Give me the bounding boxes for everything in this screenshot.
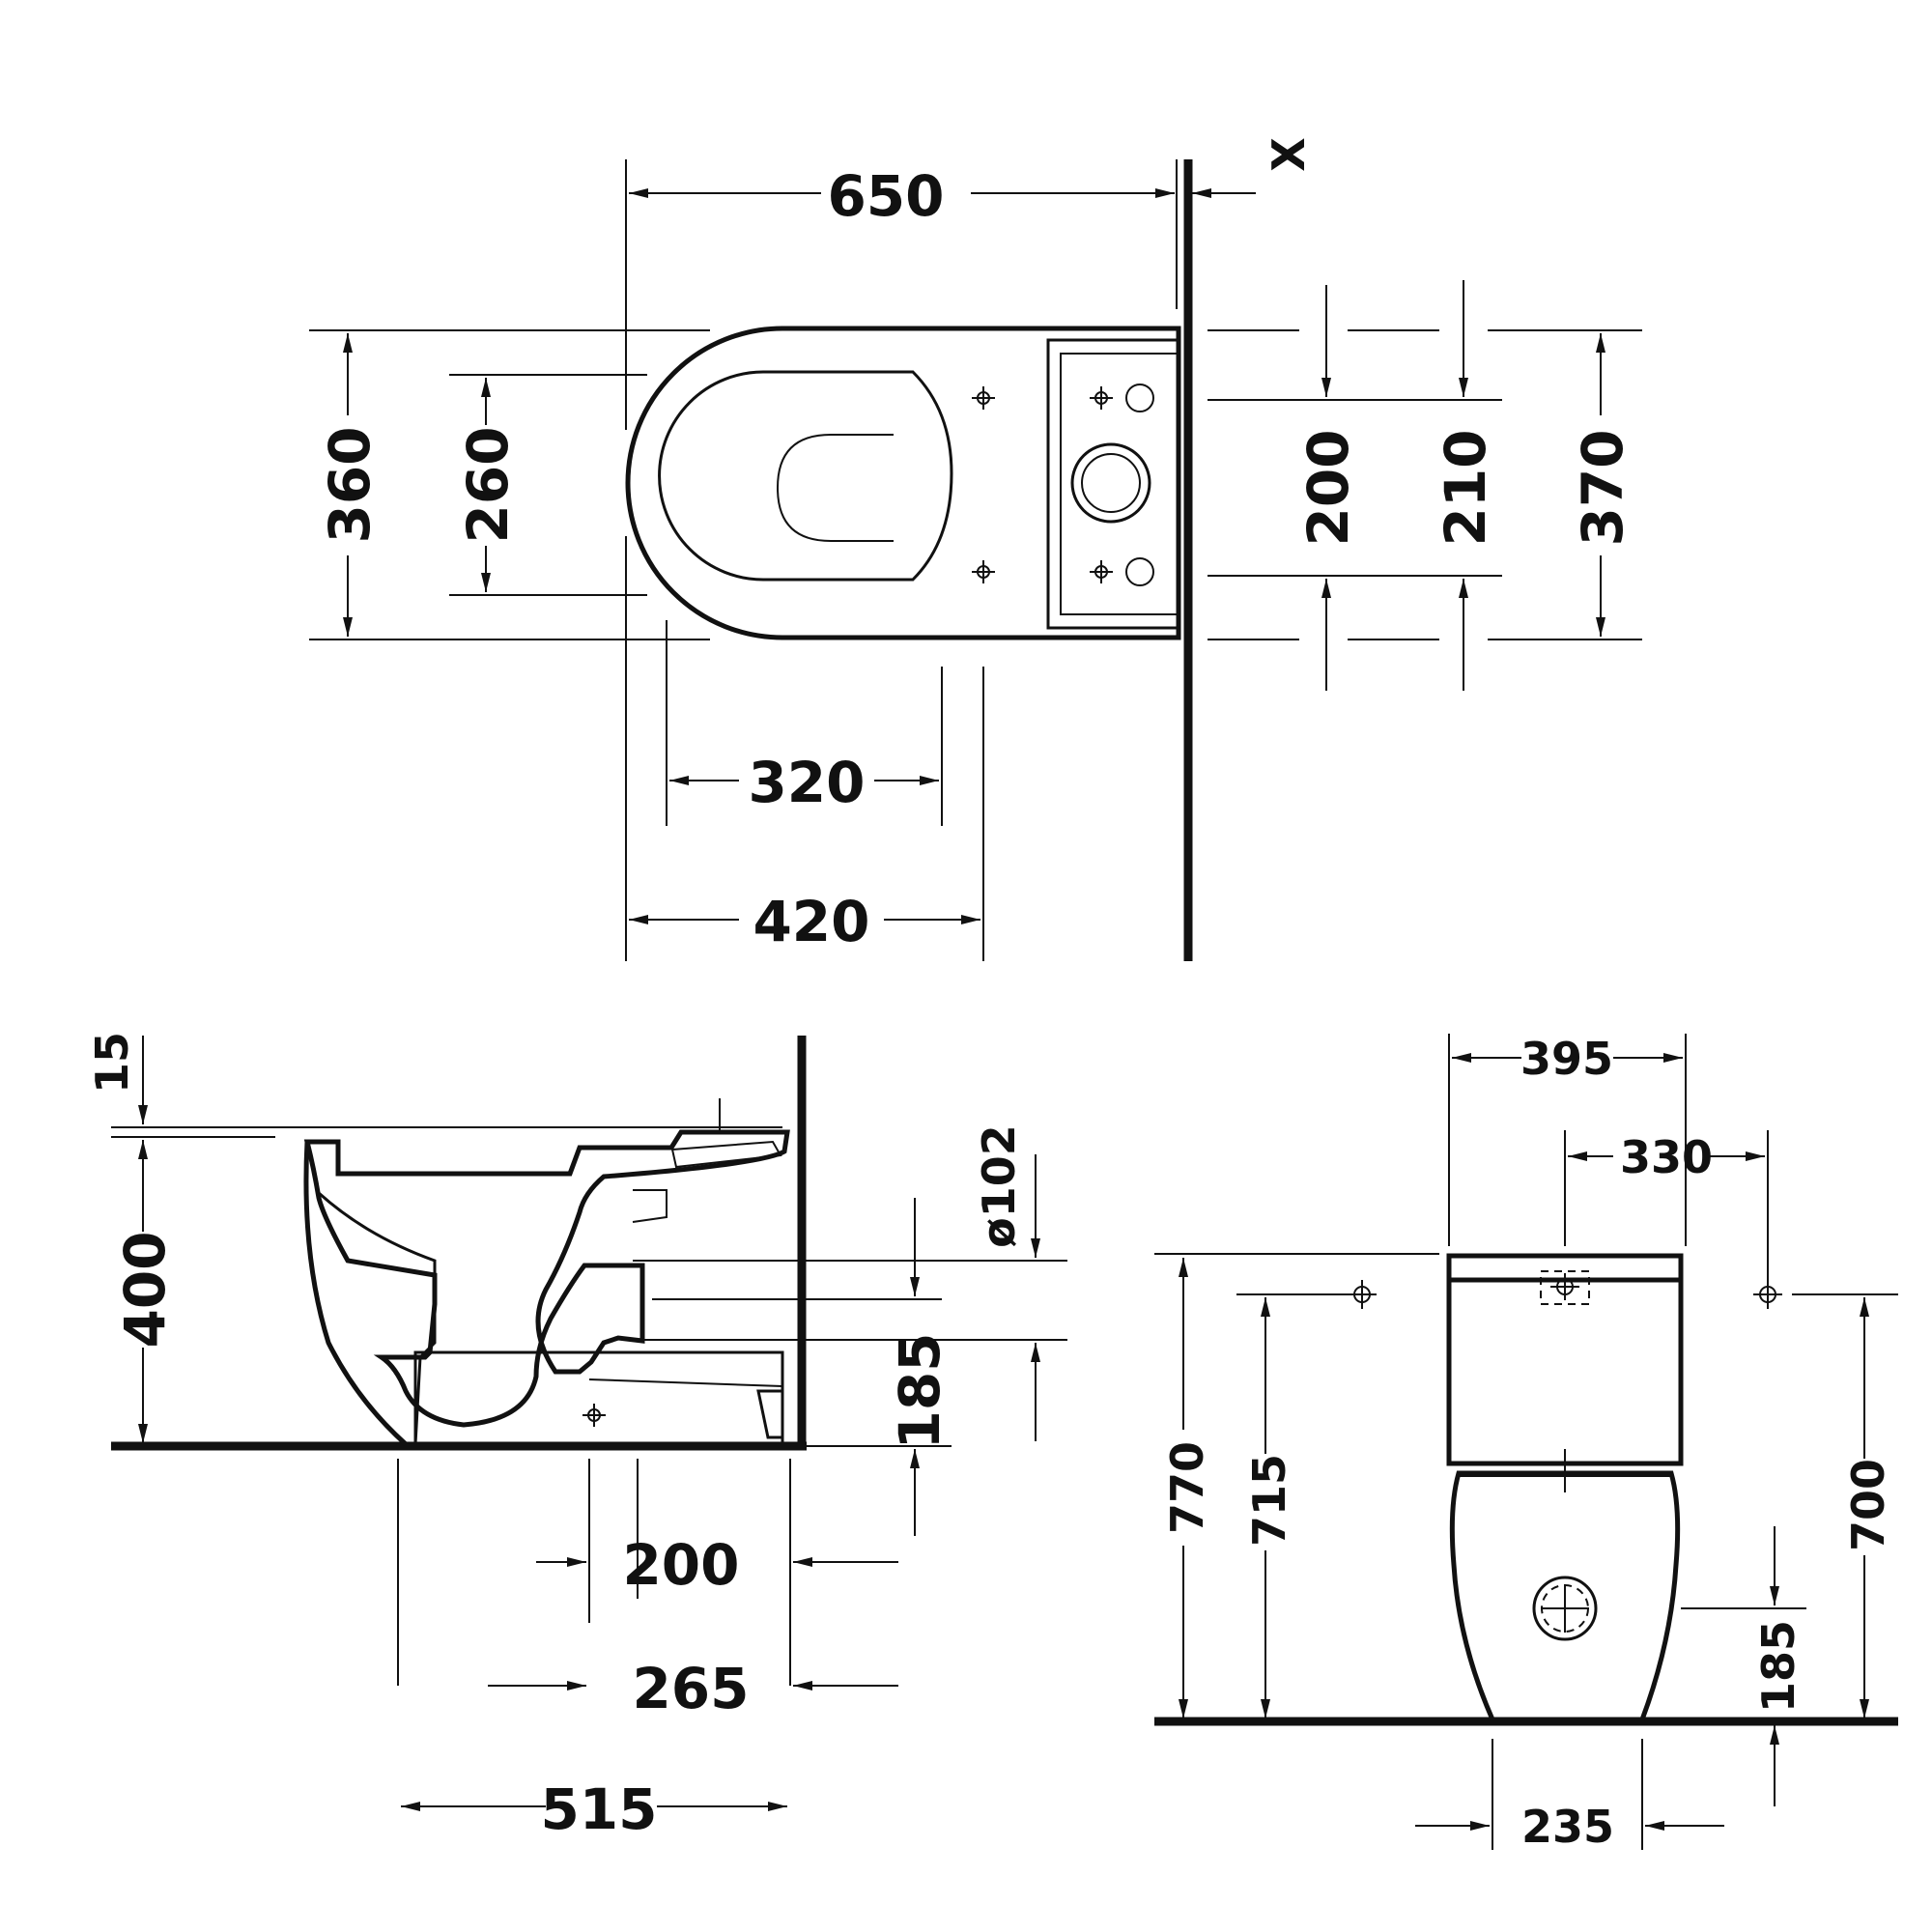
side-fixing-bracket	[632, 1189, 668, 1223]
dim-inlet-height-front: 700	[1842, 1459, 1894, 1551]
dim-tank-width-top: 370	[1570, 429, 1635, 546]
base-side	[413, 1350, 784, 1446]
dim-outlet-height-side: 185	[887, 1332, 952, 1449]
front-view: 395 330 770 715 700 185 235	[1154, 1033, 1898, 1853]
dim-fixing-spacing-top: 320	[748, 750, 865, 815]
tank-rest	[670, 1140, 782, 1169]
bowl-outline-plan	[625, 326, 1181, 640]
dim-outlet-diameter: ø102	[973, 1124, 1025, 1248]
bowl-outer-side	[303, 1141, 408, 1446]
top-extension-lines	[309, 159, 1642, 961]
fix-hole-top-2	[1125, 557, 1154, 586]
trap-line	[588, 1378, 783, 1387]
bowl-front	[1449, 1470, 1681, 1722]
front-extension-lines	[1154, 1034, 1898, 1850]
dim-fixing-to-wall-side: 265	[632, 1656, 749, 1721]
seat-lid-plan	[776, 434, 894, 542]
dim-top-offset: 15	[86, 1032, 138, 1094]
dim-outlet-to-wall: 200	[622, 1532, 739, 1598]
flush-button-icon	[1550, 1273, 1579, 1300]
tank-inner-plan	[1060, 353, 1179, 615]
dim-wall-gap: X	[1263, 137, 1315, 171]
dim-fixing-to-wall-top: 420	[753, 889, 869, 954]
dim-seat-opening: 260	[455, 426, 521, 543]
dim-inlet-spacing-a: 200	[1295, 429, 1361, 546]
dim-overall-width: 360	[317, 426, 383, 543]
dim-projection: 515	[540, 1776, 657, 1842]
inlet-circle-plan	[1070, 442, 1151, 524]
top-view: 650 X 360 260 200 210 370 320 420	[309, 137, 1642, 961]
outlet-wedge	[756, 1389, 784, 1439]
side-extension-lines	[111, 1098, 1067, 1686]
dim-inlet-spacing-b: 210	[1433, 429, 1498, 546]
bowl-outline-side	[303, 1129, 790, 1428]
dim-fixing-height-front: 715	[1243, 1454, 1295, 1547]
crosshair-front-icon	[1348, 1280, 1782, 1309]
dim-total-height: 770	[1161, 1441, 1213, 1534]
tank-outline-plan	[1046, 338, 1180, 630]
crosshair-side-icon	[582, 1404, 606, 1427]
dim-fixing-spacing-front: 330	[1620, 1131, 1713, 1183]
seat-opening-plan	[658, 370, 953, 582]
inlet-inner-plan	[1081, 453, 1141, 513]
dim-tank-width-front: 395	[1520, 1033, 1613, 1085]
bowl-inner-side	[317, 1191, 437, 1445]
dim-bowl-height: 400	[112, 1231, 178, 1348]
dim-base-width: 235	[1521, 1801, 1614, 1853]
outlet-circle-front	[1532, 1576, 1598, 1641]
side-view: 15 400 ø102 185 200 265 515	[86, 1032, 1067, 1842]
dim-overall-length: 650	[827, 163, 944, 229]
crosshair-icon	[972, 386, 1113, 583]
dim-outlet-height-front: 185	[1752, 1620, 1804, 1713]
fix-hole-top-1	[1125, 384, 1154, 412]
